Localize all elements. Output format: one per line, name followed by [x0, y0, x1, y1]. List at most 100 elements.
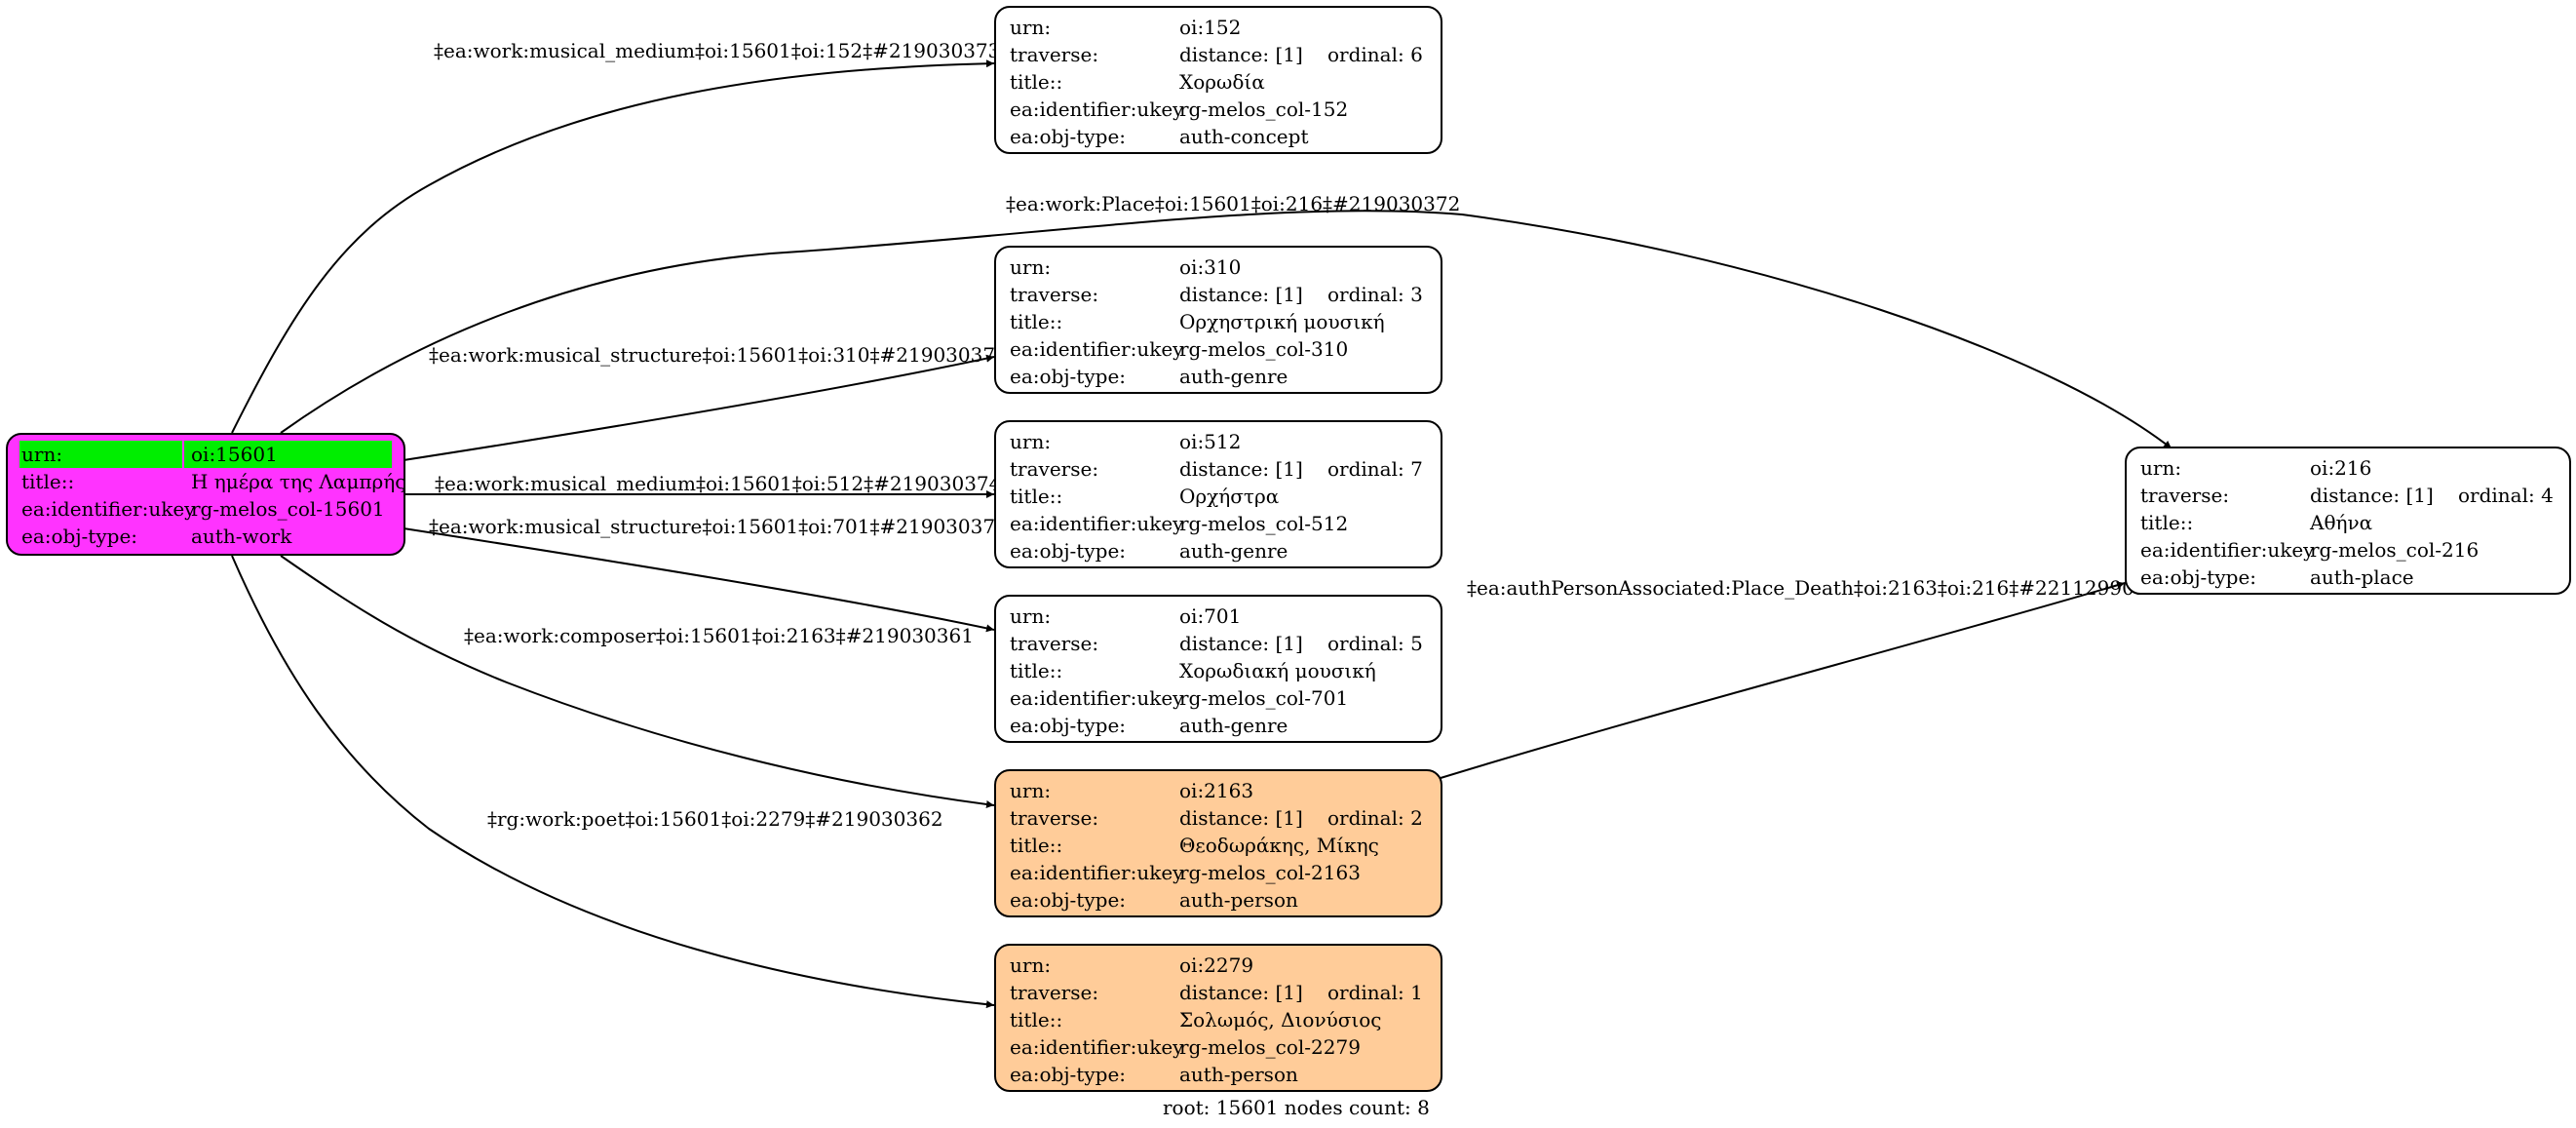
type-value: auth-person: [1179, 1063, 1298, 1086]
title-key: title::: [1010, 1008, 1063, 1031]
type-key: ea:obj-type:: [1010, 1063, 1127, 1086]
node-oi-701[interactable]: urn:oi:701 traverse:distance: [1]ordinal…: [994, 595, 1442, 743]
distance-value: distance: [1]: [2310, 484, 2434, 507]
type-key: ea:obj-type:: [1010, 714, 1127, 737]
title-value: Ορχήστρα: [1179, 485, 1280, 508]
title-value: Χορωδία: [1179, 70, 1265, 94]
edge-root-to-216: [280, 210, 2172, 449]
edge-2163-to-216: [1440, 581, 2126, 779]
distance-value: distance: [1]: [1179, 457, 1303, 481]
edge-label: ‡ea:work:musical_structure‡oi:15601‡oi:7…: [429, 515, 1008, 538]
ukey-value: rg-melos_col-2279: [1179, 1035, 1361, 1059]
node-oi-2163[interactable]: urn: oi:2163 traverse: distance: [1] ordina…: [994, 769, 1442, 917]
edge-root-to-2163: [280, 555, 995, 808]
type-key: ea:obj-type:: [1010, 888, 1127, 912]
ordinal-value: ordinal: 7: [1327, 457, 1423, 481]
ukey-key: ea:identifier:ukey: [1010, 861, 1184, 884]
node-oi-310[interactable]: urn: oi:310 traverse: distance: [1] ordinal…: [994, 246, 1442, 394]
ukey-key: ea:identifier:ukey: [2140, 538, 2315, 562]
urn-key: urn:: [1010, 255, 1052, 279]
title-value: Η ημέρα της Λαμπρής: [191, 470, 406, 493]
urn-key: urn:: [1010, 430, 1052, 453]
type-value: auth-concept: [1179, 125, 1309, 148]
type-value: auth-genre: [1179, 714, 1288, 737]
edge-root-to-152: [231, 59, 995, 434]
ukey-key: ea:identifier:ukey: [21, 497, 196, 521]
distance-value: distance: [1]: [1179, 283, 1303, 306]
edge-label: ‡ea:authPersonAssociated:Place_Death‡oi:…: [1467, 576, 2147, 600]
urn-value: oi:15601: [191, 443, 278, 466]
ukey-key: ea:identifier:ukey: [1010, 337, 1184, 361]
edge-label: ‡rg:work:poet‡oi:15601‡oi:2279‡#21903036…: [487, 807, 943, 831]
ordinal-value: ordinal: 2: [1327, 806, 1423, 830]
ukey-value: rg-melos_col-216: [2310, 538, 2480, 562]
distance-value: distance: [1]: [1179, 43, 1303, 66]
edge-label: ‡ea:work:musical_structure‡oi:15601‡oi:3…: [429, 343, 1008, 367]
edge-label: ‡ea:work:composer‡oi:15601‡oi:2163‡#2190…: [464, 624, 974, 647]
ordinal-value: ordinal: 6: [1327, 43, 1423, 66]
node-oi-216[interactable]: urn:oi:216 traverse:distance: [1]ordinal…: [2125, 447, 2571, 595]
urn-value: oi:310: [1179, 255, 1242, 279]
ukey-value: rg-melos_col-310: [1179, 337, 1349, 361]
node-oi-152[interactable]: urn:oi:152 traverse:distance: [1]ordinal…: [994, 6, 1442, 154]
traverse-key: traverse:: [1010, 981, 1099, 1004]
ordinal-value: ordinal: 5: [1327, 632, 1423, 655]
root-node[interactable]: urn:oi:15601 title::Η ημέρα της Λαμπρής …: [6, 433, 405, 556]
type-key: ea:obj-type:: [21, 525, 138, 548]
edge-label: ‡ea:work:musical_medium‡oi:15601‡oi:512‡…: [435, 472, 1002, 495]
traverse-key: traverse:: [1010, 806, 1099, 830]
title-value: Σολωμός, Διονύσιος: [1179, 1008, 1382, 1031]
edge-label: ‡ea:work:Place‡oi:15601‡oi:216‡#21903037…: [1006, 192, 1461, 215]
title-key: title::: [1010, 70, 1063, 94]
type-key: ea:obj-type:: [1010, 539, 1127, 563]
title-key: title::: [21, 470, 75, 493]
title-key: title::: [1010, 485, 1063, 508]
traverse-key: traverse:: [1010, 43, 1099, 66]
type-key: ea:obj-type:: [1010, 125, 1127, 148]
title-key: title::: [1010, 834, 1063, 857]
type-value: auth-place: [2310, 565, 2414, 589]
urn-value: oi:2163: [1179, 779, 1254, 802]
urn-key: urn:: [1010, 604, 1052, 628]
type-value: auth-person: [1179, 888, 1298, 912]
type-value: auth-genre: [1179, 539, 1288, 563]
urn-key: urn:: [1010, 779, 1052, 802]
graph-footer: root: 15601 nodes count: 8: [1163, 1096, 1430, 1119]
ordinal-value: ordinal: 4: [2458, 484, 2554, 507]
type-value: auth-genre: [1179, 365, 1288, 388]
ukey-key: ea:identifier:ukey: [1010, 97, 1184, 121]
title-key: title::: [1010, 310, 1063, 333]
traverse-key: traverse:: [1010, 283, 1099, 306]
urn-value: oi:2279: [1179, 953, 1254, 977]
ordinal-value: ordinal: 3: [1327, 283, 1423, 306]
type-key: ea:obj-type:: [2140, 565, 2257, 589]
traverse-key: traverse:: [2140, 484, 2230, 507]
ukey-value: rg-melos_col-152: [1179, 97, 1349, 121]
node-oi-512[interactable]: urn: oi:512 traverse: distance: [1] ordinal…: [994, 420, 1442, 568]
edge-root-to-2279: [231, 555, 995, 1009]
title-key: title::: [2140, 511, 2194, 534]
urn-value: oi:152: [1179, 16, 1242, 39]
traverse-key: traverse:: [1010, 632, 1099, 655]
type-key: ea:obj-type:: [1010, 365, 1127, 388]
ukey-value: rg-melos_col-15601: [191, 497, 385, 521]
edge-root-to-310: [403, 354, 995, 461]
node-oi-2279[interactable]: urn:oi:2279 traverse:distance: [1]ordina…: [994, 944, 1442, 1092]
ukey-key: ea:identifier:ukey: [1010, 686, 1184, 710]
edge-label: ‡ea:work:musical_medium‡oi:15601‡oi:152‡…: [434, 39, 1001, 62]
urn-key: urn:: [21, 443, 63, 466]
urn-highlight: [19, 441, 392, 468]
traverse-key: traverse:: [1010, 457, 1099, 481]
ordinal-value: ordinal: 1: [1327, 981, 1423, 1004]
title-value: Αθήνα: [2310, 511, 2373, 534]
distance-value: distance: [1]: [1179, 806, 1303, 830]
title-value: Ορχηστρική μουσική: [1179, 310, 1385, 333]
ukey-key: ea:identifier:ukey: [1010, 1035, 1184, 1059]
edge-root-to-701: [403, 527, 995, 633]
title-value: Θεοδωράκης, Μίκης: [1179, 834, 1379, 857]
urn-key: urn:: [2140, 456, 2182, 480]
urn-value: oi:512: [1179, 430, 1242, 453]
distance-value: distance: [1]: [1179, 632, 1303, 655]
distance-value: distance: [1]: [1179, 981, 1303, 1004]
